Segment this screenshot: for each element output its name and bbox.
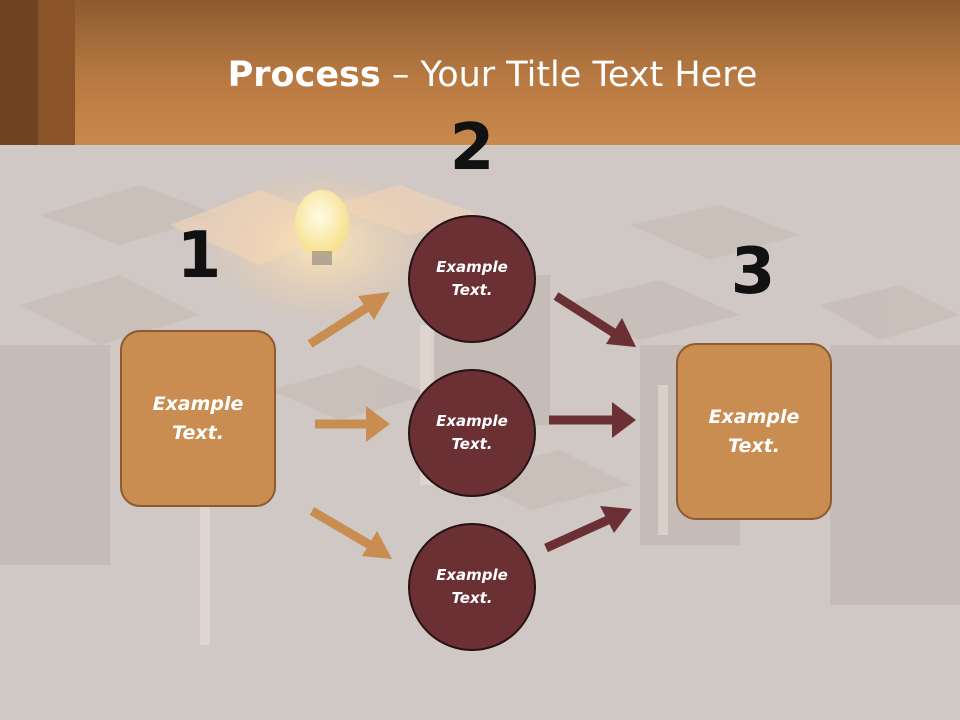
arrow-right-icon <box>307 292 390 348</box>
arrow-right-icon <box>544 506 632 553</box>
light-bulb-icon <box>295 190 349 256</box>
header-stripe <box>38 0 75 145</box>
header-stripe <box>0 0 38 145</box>
step-3-text: Example Text. <box>708 405 800 457</box>
step-2a-text: Example Text. <box>436 258 508 299</box>
arrow-right-icon <box>309 507 392 559</box>
step-2b-circle: Example Text. <box>408 369 536 497</box>
step-number-2: 2 <box>449 111 495 185</box>
step-2c-text: Example Text. <box>436 566 508 607</box>
step-1-box: Example Text. <box>120 330 276 507</box>
step-3-box: Example Text. <box>676 343 832 520</box>
arrow-right-icon <box>549 402 636 438</box>
title-rest: – Your Title Text Here <box>380 55 758 95</box>
step-number-1: 1 <box>176 219 222 293</box>
arrow-right-icon <box>315 406 390 442</box>
step-2b-text: Example Text. <box>436 412 508 453</box>
page-title: Process – Your Title Text Here <box>0 52 960 98</box>
header-band <box>0 0 960 145</box>
step-2a-circle: Example Text. <box>408 215 536 343</box>
step-1-text: Example Text. <box>152 392 244 444</box>
step-number-3: 3 <box>730 235 776 309</box>
step-2c-circle: Example Text. <box>408 523 536 651</box>
title-bold: Process <box>227 55 381 95</box>
arrow-right-icon <box>553 292 636 347</box>
